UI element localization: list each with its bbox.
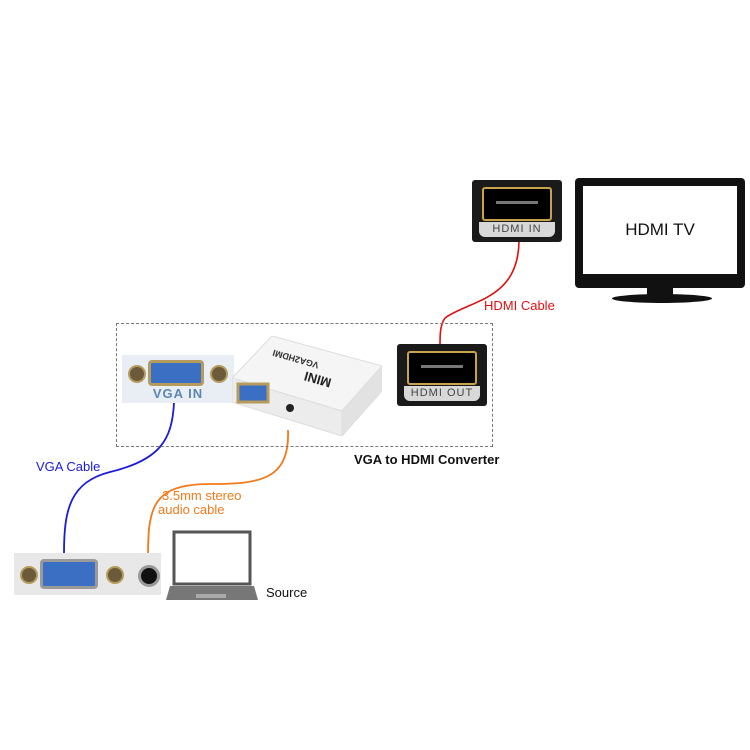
- tv-stand-base: [612, 294, 712, 303]
- vga-port-icon: [40, 559, 98, 589]
- hdmi-port-icon: [482, 187, 552, 221]
- hdmi-tv: HDMI TV: [575, 178, 745, 288]
- hdmi-in-label: HDMI IN: [479, 222, 555, 237]
- hdmi-in-port-card: HDMI IN: [472, 180, 562, 242]
- converter-device: VGA2HDMI MINI: [231, 335, 383, 438]
- hdmi-out-port-card: HDMI OUT: [397, 344, 487, 406]
- screw-icon: [20, 566, 38, 584]
- vga-port-icon: [148, 360, 204, 386]
- hdmi-cable-label: HDMI Cable: [484, 298, 555, 313]
- audio-cable-label-line2: audio cable: [158, 502, 225, 517]
- vga-in-port-card: VGA IN: [122, 355, 234, 403]
- tv-stand-neck: [647, 288, 673, 296]
- screw-icon: [128, 365, 146, 383]
- hdmi-port-icon: [407, 351, 477, 385]
- source-label: Source: [266, 585, 308, 600]
- source-port-panel: [14, 553, 161, 595]
- audio-jack-icon: [138, 565, 160, 587]
- laptop-icon: [166, 530, 258, 602]
- converter-label: VGA to HDMI Converter: [354, 452, 500, 467]
- hdmi-out-label: HDMI OUT: [404, 386, 480, 401]
- vga-cable-label: VGA Cable: [36, 459, 101, 474]
- vga-in-label: VGA IN: [152, 386, 204, 401]
- converter-group: [116, 323, 493, 447]
- screw-icon: [210, 365, 228, 383]
- screw-icon: [106, 566, 124, 584]
- audio-cable-label-line1: 3.5mm stereo: [162, 488, 242, 503]
- tv-screen-label: HDMI TV: [583, 186, 737, 274]
